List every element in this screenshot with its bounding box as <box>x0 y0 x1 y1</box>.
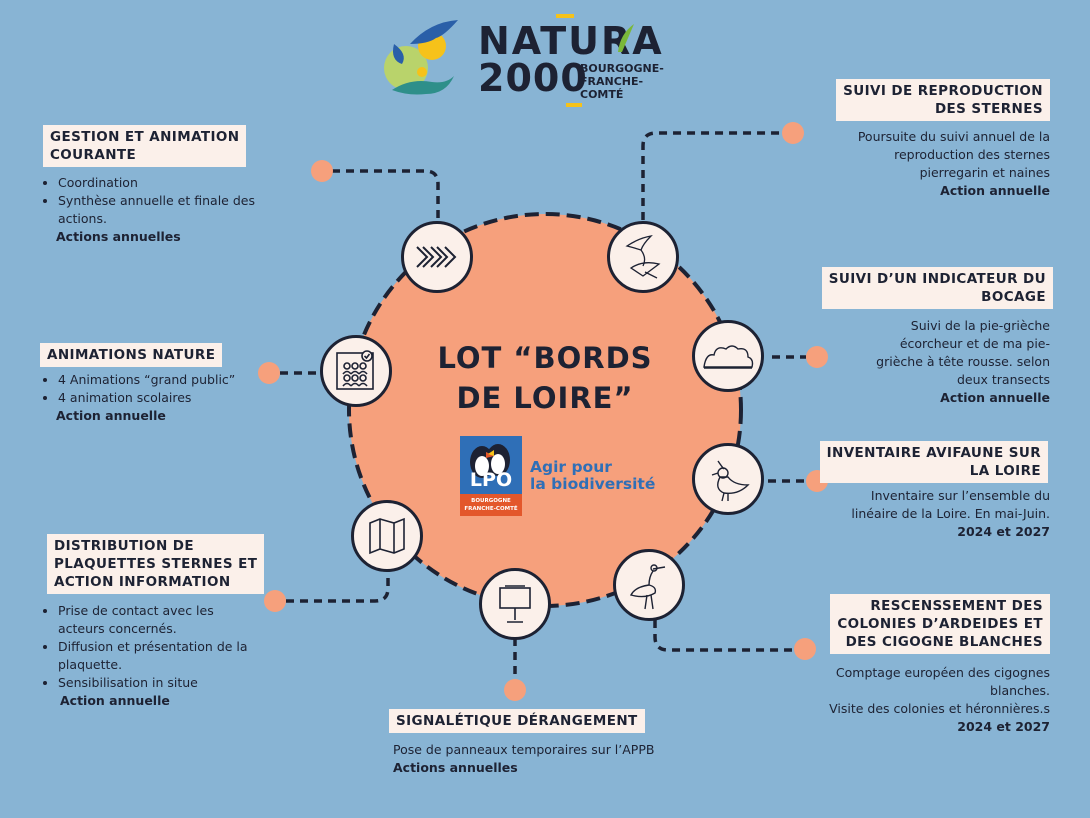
content-avifaune: Inventaire sur l’ensemble du linéaire de… <box>800 487 1050 541</box>
node-colonies <box>613 549 685 621</box>
node-bocage <box>692 320 764 392</box>
footer-gestion: Actions annuelles <box>56 229 181 244</box>
list-item: Coordination <box>58 174 272 192</box>
node-animations <box>320 335 392 407</box>
endpoint-dot-distribution <box>264 590 286 612</box>
hedge-icon <box>703 345 754 369</box>
list-item: Diffusion et présentation de la plaquett… <box>58 638 252 674</box>
list-item: 4 Animations “grand public” <box>58 371 272 389</box>
list-item: Prise de contact avec les acteurs concer… <box>58 602 252 638</box>
content-signaletique: Pose de panneaux temporaires sur l’APPB … <box>393 741 713 777</box>
endpoint-dot-bocage <box>806 346 828 368</box>
title-animations: ANIMATIONS NATURE <box>40 343 223 367</box>
node-gestion <box>401 221 473 293</box>
content-colonies: Comptage européen des cigognes blanches.… <box>790 664 1050 736</box>
node-avifaune <box>692 443 764 515</box>
connector-sternes <box>641 131 781 220</box>
title-signaletique: SIGNALÉTIQUE DÉRANGEMENT <box>389 709 645 733</box>
footer-sternes: Action annuelle <box>940 183 1050 198</box>
endpoint-dot-signaletique <box>504 679 526 701</box>
lpo-region-banner: BOURGOGNE FRANCHE-COMTÉ <box>460 494 522 516</box>
title-sternes: SUIVI DE REPRODUCTION DES STERNES <box>836 79 1050 121</box>
audience-icon <box>336 350 374 390</box>
content-gestion: Coordination Synthèse annuelle et finale… <box>42 174 272 246</box>
endpoint-dot-sternes <box>782 122 804 144</box>
connector-gestion <box>332 169 440 222</box>
lpo-letters: LPO <box>469 469 513 491</box>
chevrons-icon <box>416 246 457 268</box>
content-animations: 4 Animations “grand public” 4 animation … <box>42 371 272 425</box>
endpoint-dot-colonies <box>794 638 816 660</box>
lot-title: LOT “BORDS DE LOIRE” <box>437 341 653 415</box>
lpo-logo: LPO BOURGOGNE FRANCHE-COMTÉ <box>460 436 522 516</box>
footer-signaletique: Actions annuelles <box>393 760 518 775</box>
natura-2000: 2000 <box>478 56 588 100</box>
puffin-icon <box>470 444 510 478</box>
natura2000-birds-logo-icon <box>384 20 458 95</box>
title-colonies: RESCENSSEMENT DES COLONIES D’ARDEIDES ET… <box>830 594 1050 654</box>
natura-region: BOURGOGNE- FRANCHE- COMTÉ <box>580 62 664 101</box>
content-sternes: Poursuite du suivi annuel de la reproduc… <box>810 128 1050 200</box>
title-avifaune: INVENTAIRE AVIFAUNE SUR LA LOIRE <box>819 441 1048 483</box>
region-accent-bar <box>566 103 582 107</box>
endpoint-dot-gestion <box>311 160 333 182</box>
map-icon <box>369 517 405 555</box>
natura-accent-bar <box>556 14 574 18</box>
footer-avifaune: 2024 et 2027 <box>957 524 1050 539</box>
lapwing-icon <box>711 460 750 502</box>
endpoint-dot-animations <box>258 362 280 384</box>
content-distribution: Prise de contact avec les acteurs concer… <box>42 602 252 710</box>
title-bocage: SUIVI D’UN INDICATEUR DU BOCAGE <box>821 267 1053 309</box>
leaf-icon <box>618 24 634 52</box>
node-sternes <box>607 221 679 293</box>
content-bocage: Suivi de la pie-grièche écorcheur et de … <box>850 317 1050 407</box>
footer-distribution: Action annuelle <box>60 693 170 708</box>
node-distribution <box>351 500 423 572</box>
title-distribution: DISTRIBUTION DE PLAQUETTES STERNES ET AC… <box>47 534 265 594</box>
footer-colonies: 2024 et 2027 <box>957 719 1050 734</box>
footer-bocage: Action annuelle <box>940 390 1050 405</box>
list-item: Synthèse annuelle et finale des actions. <box>58 192 272 228</box>
connector-distribution <box>286 545 390 603</box>
node-signaletique <box>479 568 551 640</box>
footer-animations: Action annuelle <box>56 408 166 423</box>
tern-icon <box>625 235 661 279</box>
list-item: 4 animation scolaires <box>58 389 272 407</box>
connector-colonies <box>653 620 792 652</box>
list-item: Sensibilisation in situe <box>58 674 252 692</box>
signpost-icon <box>499 585 531 623</box>
title-gestion: GESTION ET ANIMATION COURANTE <box>43 125 247 167</box>
lpo-slogan: Agir pour la biodiversité <box>530 458 656 493</box>
stork-icon <box>629 564 666 610</box>
